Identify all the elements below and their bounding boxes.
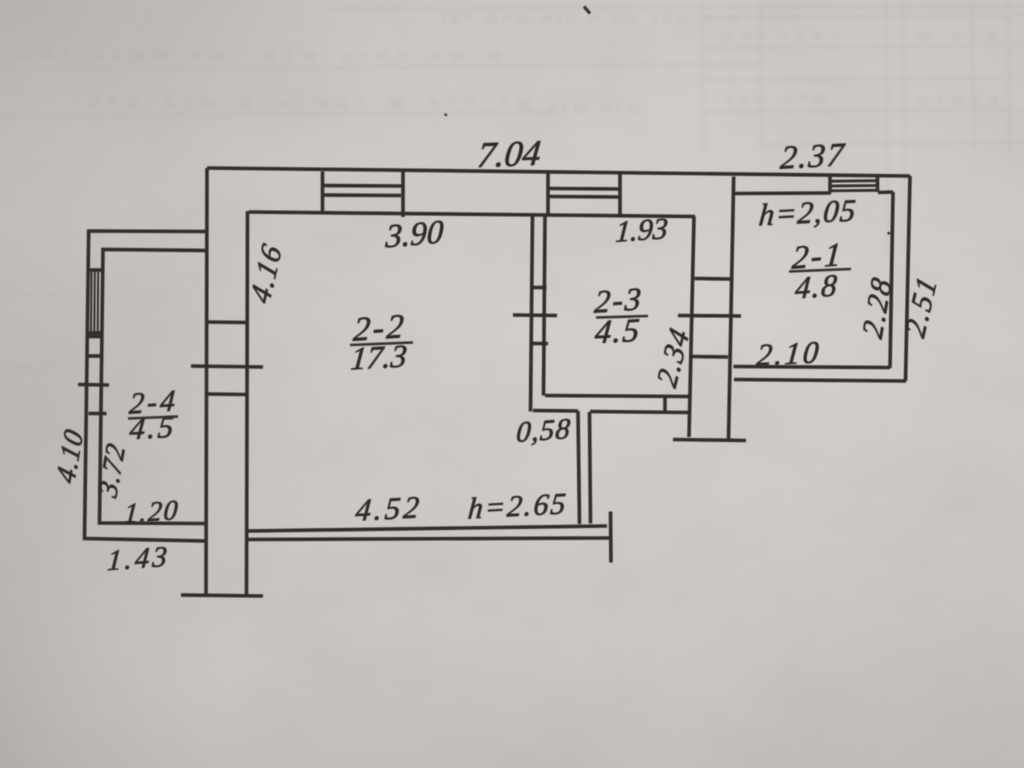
svg-text:4.8: 4.8 [794, 267, 840, 305]
svg-text:0,58: 0,58 [515, 413, 572, 449]
svg-text:2-3: 2-3 [593, 280, 644, 319]
svg-text:ш итш нтш: ш итш нтш [520, 99, 640, 116]
svg-text:1.93: 1.93 [614, 211, 669, 249]
svg-text:2.10: 2.10 [755, 334, 822, 372]
svg-text:h=2,05: h=2,05 [758, 192, 859, 232]
svg-text:3.90: 3.90 [384, 213, 445, 255]
svg-text:2-2: 2-2 [352, 308, 407, 349]
svg-text:1.20: 1.20 [123, 495, 180, 530]
svg-text:2.37: 2.37 [779, 136, 847, 176]
svg-text:1.43: 1.43 [106, 541, 171, 577]
svg-text:ш итш: ш итш [918, 27, 998, 44]
svg-text:4.52: 4.52 [354, 489, 423, 528]
svg-text:7.04: 7.04 [476, 133, 543, 175]
svg-text:2-4: 2-4 [128, 383, 179, 420]
svg-text:4.5: 4.5 [128, 409, 177, 446]
svg-text:h=2.65: h=2.65 [467, 486, 570, 525]
svg-text:нтшта: нтшта [918, 92, 999, 109]
